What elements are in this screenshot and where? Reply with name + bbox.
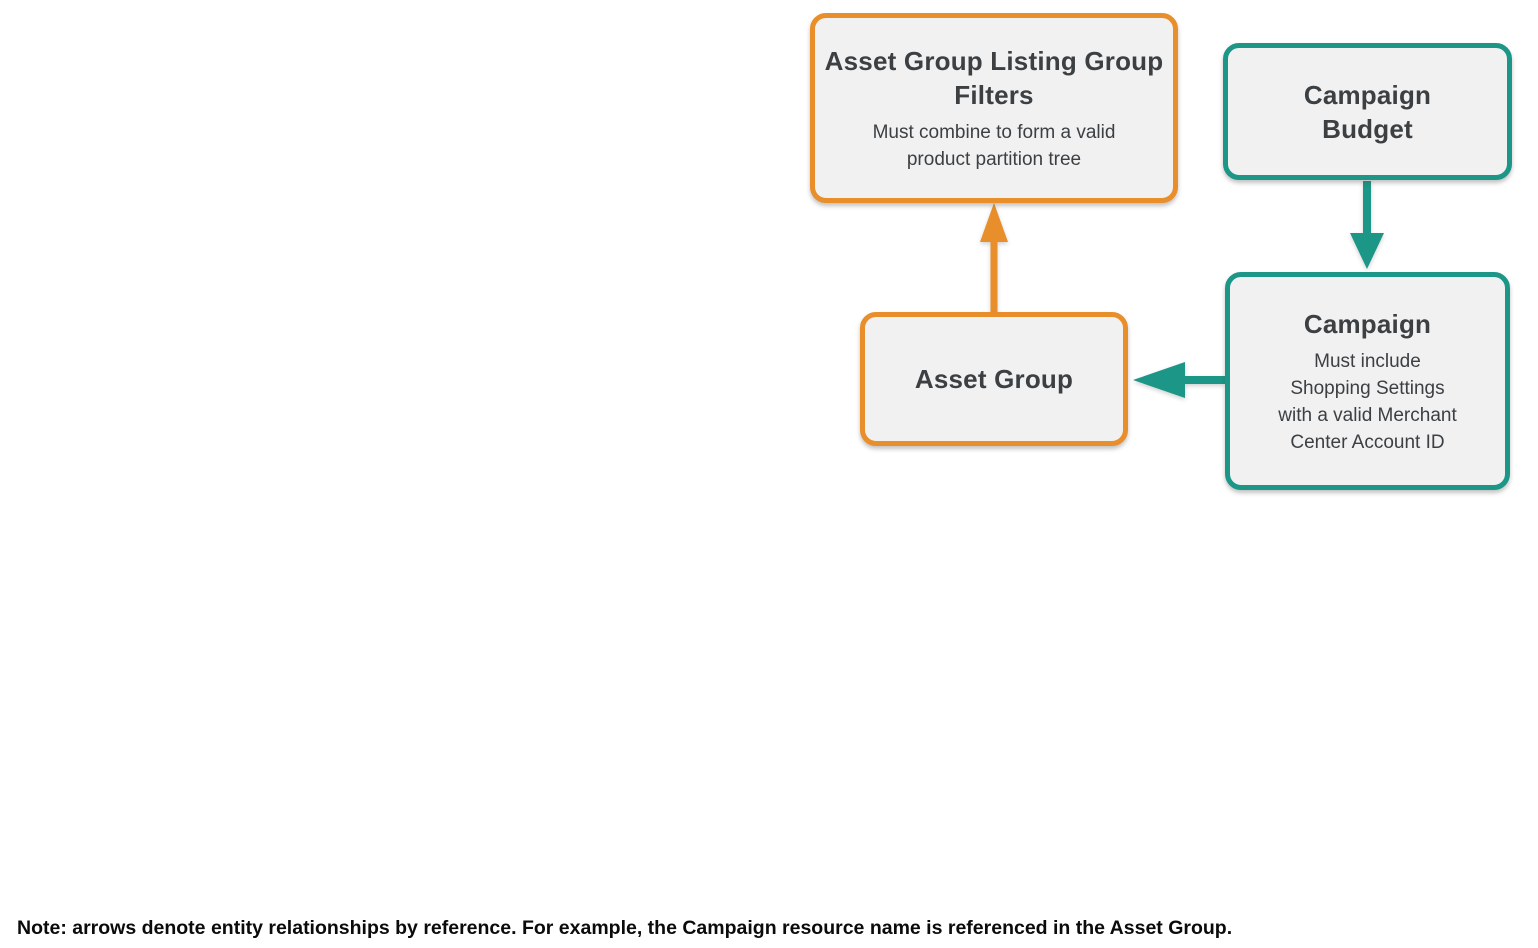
- note-text: Note: arrows denote entity relationships…: [17, 917, 1233, 939]
- node-campaign: Campaign Must include Shopping Settings …: [1225, 272, 1510, 490]
- arrow-campaign-to-asset-group: [1133, 362, 1225, 398]
- node-subtitle: Must include Shopping Settings with a va…: [1278, 350, 1457, 453]
- arrow-asset-group-to-filters: [980, 203, 1008, 312]
- node-asset-group: Asset Group: [860, 312, 1128, 446]
- node-asset-group-listing-group-filters: Asset Group Listing Group Filters Must c…: [810, 13, 1178, 203]
- node-campaign-budget: Campaign Budget: [1223, 43, 1512, 180]
- node-title: Campaign: [1303, 308, 1432, 339]
- node-title: Campaign Budget: [1303, 79, 1432, 144]
- node-title: Asset Group Listing Group Filters: [824, 45, 1164, 110]
- arrow-campaign-budget-to-campaign: [1350, 181, 1384, 269]
- node-subtitle: Must combine to form a valid product par…: [872, 121, 1116, 170]
- node-title: Asset Group: [914, 364, 1074, 394]
